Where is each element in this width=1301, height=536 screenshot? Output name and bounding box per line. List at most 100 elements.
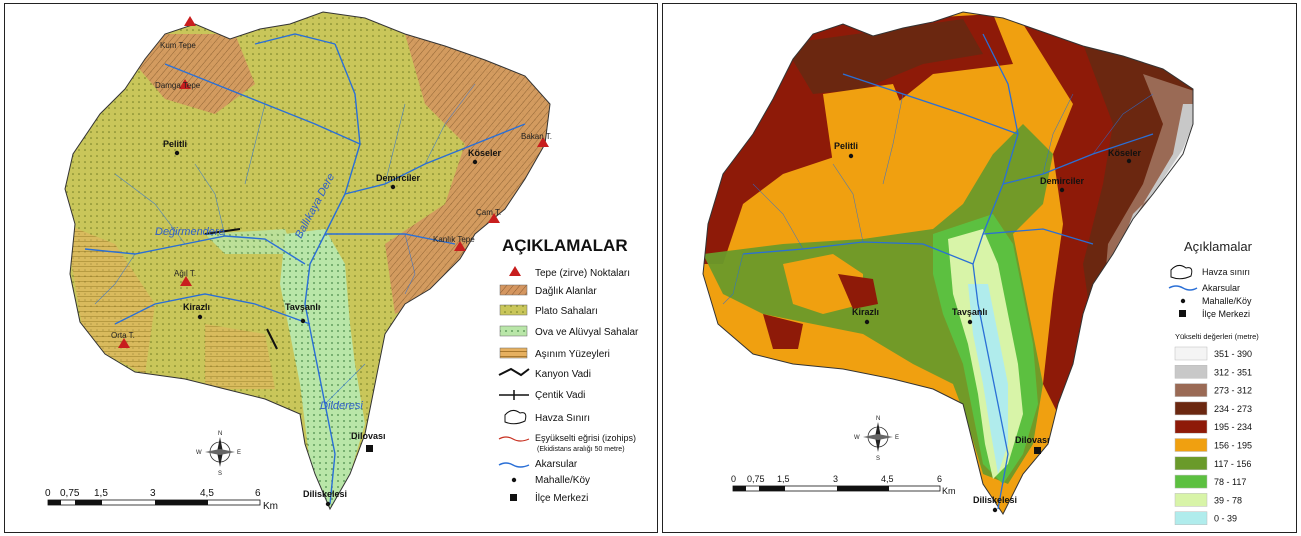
place-label-dilovasi: Dilovası xyxy=(351,431,386,441)
scale-tick-3-right: 3 xyxy=(833,474,838,484)
elevation-swatch-4 xyxy=(1174,419,1208,434)
peak-label-kanlik: Kanlık Tepe xyxy=(433,235,475,244)
compass-e: E xyxy=(237,450,241,456)
peak-label-agil: Ağıl T. xyxy=(174,269,196,278)
scale-tick-2-right: 1,5 xyxy=(777,474,790,484)
compass-e-right: E xyxy=(895,435,899,441)
compass-s-right: S xyxy=(876,456,880,462)
legend-label-stream: Akarsular xyxy=(535,459,578,470)
minor-streams-right xyxy=(722,93,1154,305)
scale-unit: Km xyxy=(263,501,278,512)
elevation-map-panel: Pelitli Köseler Demirciler Kirazlı Tavşa… xyxy=(662,3,1297,533)
elevation-label-3: 234 - 273 xyxy=(1214,404,1252,414)
legend-boundary-symbol-right xyxy=(1170,264,1193,280)
legend-village-symbol-right xyxy=(1180,298,1186,304)
geomorphology-map-panel: Kum Tepe Damga Tepe Bakan T. Çam T. Kanl… xyxy=(4,3,658,533)
compass-rose: N S E W xyxy=(196,431,241,477)
scale-tick-0: 0 xyxy=(45,488,51,499)
legend-label-notch: Çentik Vadi xyxy=(535,390,585,401)
legend-contour-symbol xyxy=(498,436,530,442)
legend-label-canyon: Kanyon Vadi xyxy=(535,369,591,380)
compass-n-right: N xyxy=(876,416,880,422)
elevation-label-2: 273 - 312 xyxy=(1214,386,1252,396)
elevation-label-0: 351 - 390 xyxy=(1214,349,1252,359)
legend-mountain-symbol xyxy=(499,284,528,296)
scale-bar: 0 0,75 1,5 3 4,5 6 Km xyxy=(45,488,278,512)
place-label-koseler-right: Köseler xyxy=(1108,148,1142,158)
legend-label-village: Mahalle/Köy xyxy=(535,475,590,486)
elevation-label-5: 156 - 195 xyxy=(1214,441,1252,451)
place-label-diliskelesi: Diliskelesi xyxy=(303,489,347,499)
scale-tick-4-right: 4,5 xyxy=(881,474,894,484)
scale-tick-1-right: 0,75 xyxy=(747,474,765,484)
peak-marker-kum xyxy=(184,16,196,26)
scale-bar-right: 0 0,75 1,5 3 4,5 6 Km xyxy=(731,474,956,496)
place-label-demirciler-right: Demirciler xyxy=(1040,176,1085,186)
legend-stream-symbol-right xyxy=(1168,285,1198,291)
elevation-map: Pelitli Köseler Demirciler Kirazlı Tavşa… xyxy=(702,11,1259,525)
village-points xyxy=(174,150,478,507)
legend-label-district-right: İlçe Merkezi xyxy=(1202,309,1250,319)
compass-s: S xyxy=(218,471,222,477)
place-label-koseler: Köseler xyxy=(468,148,502,158)
place-label-tavsanli-right: Tavşanlı xyxy=(952,307,987,317)
elevation-swatch-5 xyxy=(1174,438,1208,452)
place-label-pelitli-right: Pelitli xyxy=(834,141,858,151)
peak-marker-agil xyxy=(180,276,192,286)
elevation-label-4: 195 - 234 xyxy=(1214,422,1252,432)
peak-label-kum: Kum Tepe xyxy=(160,41,196,50)
legend-label-peak: Tepe (zirve) Noktaları xyxy=(535,268,630,279)
peak-marker-cam xyxy=(488,213,500,223)
district-center-marker-right xyxy=(1034,447,1041,454)
scale-tick-2: 1,5 xyxy=(94,488,108,499)
elevation-legend-title: Yükselti değerleri (metre) xyxy=(1175,332,1259,341)
village-points-right xyxy=(848,153,1132,513)
legend-peak-symbol xyxy=(509,266,521,276)
district-center-marker xyxy=(366,445,373,452)
scale-tick-1: 0,75 xyxy=(60,488,80,499)
legend-label-stream-right: Akarsular xyxy=(1202,283,1240,293)
place-label-dilovasi-right: Dilovası xyxy=(1015,435,1050,445)
elevation-swatch-1 xyxy=(1174,365,1208,379)
scale-tick-5-right: 6 xyxy=(937,474,942,484)
legend-plateau-symbol xyxy=(499,304,528,316)
elevation-swatch-8 xyxy=(1174,493,1208,507)
peak-marker-bakan xyxy=(537,137,549,147)
legend-notch-symbol xyxy=(499,390,529,400)
legend-label-mountain: Dağlık Alanlar xyxy=(535,286,597,297)
elevation-label-6: 117 - 156 xyxy=(1214,459,1251,469)
elevation-label-8: 39 - 78 xyxy=(1214,495,1242,505)
peak-label-cam: Çam T. xyxy=(476,208,501,217)
scale-tick-5: 6 xyxy=(255,488,261,499)
peak-label-bakan: Bakan T. xyxy=(521,132,552,141)
right-legend: Açıklamalar Havza sınırı Akarsular Mahal… xyxy=(1168,239,1259,525)
river-label-dilderesi: Dilderesi xyxy=(320,400,363,412)
peak-markers xyxy=(118,16,549,348)
place-label-kirazli: Kirazlı xyxy=(183,302,210,312)
minor-streams xyxy=(94,83,476,405)
left-legend: AÇIKLAMALAR Tepe (zirve) Noktaları Dağlı… xyxy=(498,236,639,504)
legend-village-symbol xyxy=(511,477,517,483)
legend-label-plain: Ova ve Alüvyal Sahalar xyxy=(535,327,639,338)
compass-n: N xyxy=(218,431,222,437)
legend-stream-symbol xyxy=(498,462,530,468)
place-label-demirciler: Demirciler xyxy=(376,173,421,183)
right-legend-title: Açıklamalar xyxy=(1184,239,1253,254)
legend-canyon-symbol xyxy=(498,367,530,377)
legend-label-contour: Eşyükselti eğrisi (izohips) xyxy=(535,433,636,443)
elevation-swatch-9 xyxy=(1174,511,1208,525)
elevation-swatch-2 xyxy=(1174,383,1208,397)
place-label-pelitli: Pelitli xyxy=(163,139,187,149)
peak-label-damga: Damga Tepe xyxy=(155,81,201,90)
place-label-tavsanli: Tavşanlı xyxy=(285,302,320,312)
legend-label-erosion: Aşınım Yüzeyleri xyxy=(535,349,610,360)
elevation-swatch-0 xyxy=(1174,346,1208,361)
legend-label-boundary: Havza Sınırı xyxy=(535,413,590,424)
legend-label-boundary-right: Havza sınırı xyxy=(1202,267,1250,277)
elevation-swatch-6 xyxy=(1174,456,1208,471)
peak-marker-kanlik xyxy=(454,241,466,251)
scale-unit-right: Km xyxy=(942,486,956,496)
stream-network-right xyxy=(742,33,1154,510)
basin-boundary xyxy=(64,11,551,511)
